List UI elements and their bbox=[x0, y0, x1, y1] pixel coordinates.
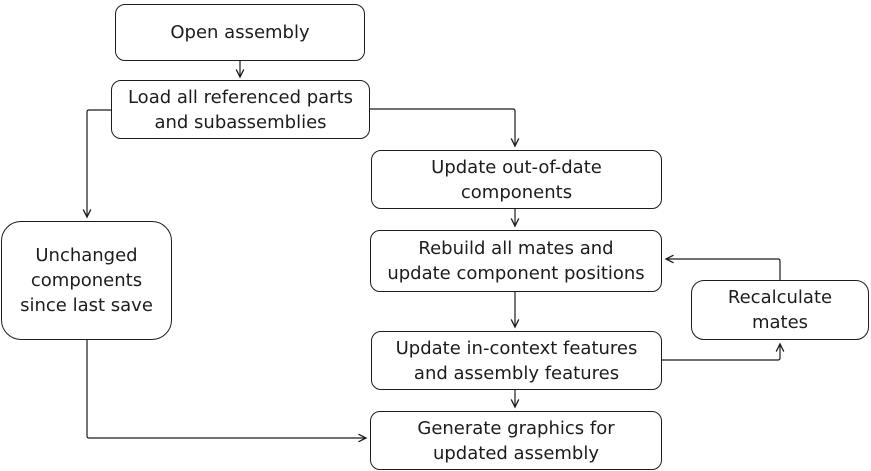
node-rebuild-mates-label-line1: Rebuild all mates and bbox=[418, 238, 614, 259]
node-generate-graphics-label-line2: updated assembly bbox=[432, 442, 600, 464]
edge-in-context-to-recalculate bbox=[662, 342, 785, 361]
node-recalculate-mates: Recalculate mates bbox=[691, 280, 869, 340]
node-open-assembly: Open assembly bbox=[115, 4, 365, 61]
node-rebuild-mates: Rebuild all mates and update component p… bbox=[370, 230, 662, 292]
node-recalculate-mates-label-line2: mates bbox=[751, 312, 809, 333]
node-recalculate-mates-label-line1: Recalculate bbox=[727, 287, 833, 308]
node-generate-graphics-label-line1: Generate graphics for bbox=[417, 417, 615, 439]
edge-load-to-update-out-of-date bbox=[370, 108, 520, 148]
node-update-in-context-features: Update in-context features and assembly … bbox=[371, 331, 662, 390]
node-open-assembly-label: Open assembly bbox=[170, 22, 310, 43]
node-unchanged-components-label-line3: since last save bbox=[20, 295, 153, 316]
node-unchanged-components-label-line1: Unchanged bbox=[35, 245, 138, 266]
edge-load-to-unchanged bbox=[82, 109, 111, 219]
node-unchanged-components-label-line2: components bbox=[30, 270, 143, 291]
node-update-out-of-date: Update out-of-date components bbox=[371, 150, 662, 209]
node-update-in-context-features-label-line1: Update in-context features bbox=[395, 337, 638, 359]
edge-recalculate-to-rebuild bbox=[664, 254, 781, 280]
node-load-referenced-parts-label-line2: and subassemblies bbox=[154, 111, 327, 133]
edge-unchanged-to-generate bbox=[86, 340, 368, 443]
node-generate-graphics: Generate graphics for updated assembly bbox=[370, 411, 662, 470]
node-unchanged-components: Unchanged components since last save bbox=[1, 221, 172, 340]
node-load-referenced-parts: Load all referenced parts and subassembl… bbox=[111, 80, 370, 139]
node-load-referenced-parts-label-line1: Load all referenced parts bbox=[127, 86, 354, 108]
node-update-out-of-date-label-line2: components bbox=[460, 181, 573, 203]
node-update-out-of-date-label-line1: Update out-of-date bbox=[431, 156, 602, 178]
node-rebuild-mates-label-line2: update component positions bbox=[387, 263, 645, 284]
node-update-in-context-features-label-line2: and assembly features bbox=[413, 362, 620, 384]
